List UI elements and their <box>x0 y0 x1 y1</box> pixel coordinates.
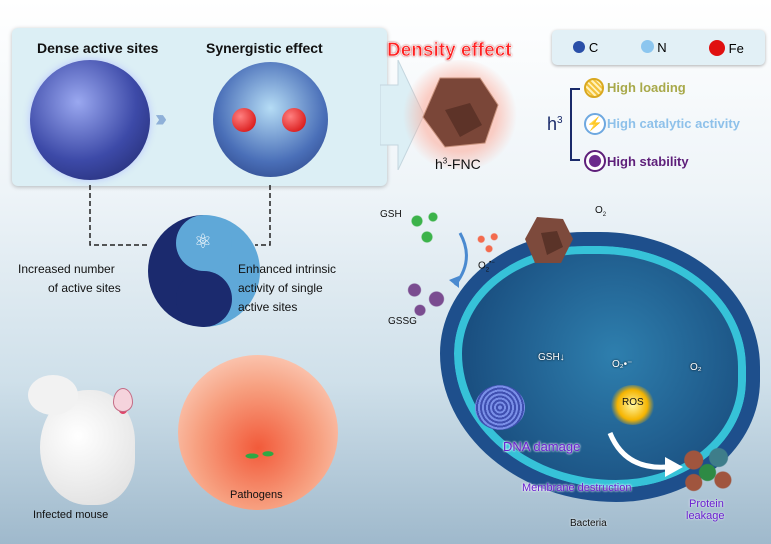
gssg-label: GSSG <box>388 316 417 327</box>
lattice-icon <box>584 78 604 98</box>
fe-site-2 <box>282 108 306 132</box>
legend-item-n: N <box>640 40 667 55</box>
gsh-decrease-label: GSH↓ <box>538 352 565 363</box>
high-loading-label: High loading <box>607 80 686 95</box>
lightning-icon: ⚡ <box>584 113 606 135</box>
h3-prefix: h <box>435 156 443 172</box>
dna-coil <box>475 385 525 430</box>
dna-damage-label: DNA damage <box>503 439 581 454</box>
protein-leakage-line2: leakage <box>686 510 725 522</box>
pathogens-label: Pathogens <box>230 489 283 501</box>
h3-fnc-particle-icon <box>422 77 499 148</box>
synergistic-effect-title: Synergistic effect <box>206 40 323 56</box>
gsh-label: GSH <box>380 209 402 220</box>
high-catalytic-activity-label: High catalytic activity <box>607 116 740 131</box>
ros-burst <box>610 385 655 425</box>
increased-number-line1: Increased number <box>18 262 115 276</box>
infection-zoom-circle <box>178 355 338 510</box>
increased-number-line2: of active sites <box>48 281 121 295</box>
protein-cluster <box>680 445 735 495</box>
leakage-arrow-icon <box>607 432 683 477</box>
yin-yang-circle: ⚛ <box>148 215 260 327</box>
bacteria-label: Bacteria <box>570 518 607 529</box>
enhanced-activity-line1: Enhanced intrinsic <box>238 262 337 276</box>
enhanced-activity-line2: activity of single <box>238 281 323 295</box>
gsh-to-gssg-arrow-icon <box>449 232 468 288</box>
o2-inner-label: O₂ <box>690 362 702 373</box>
gssg-molecules <box>398 272 453 317</box>
hexagon-cluster-icon <box>584 150 606 172</box>
mouse-head <box>28 375 78 415</box>
superoxide-inner-label: O₂•⁻ <box>612 359 633 370</box>
superoxide-molecules <box>476 232 502 256</box>
h3-bracket <box>570 88 580 161</box>
ros-label: ROS <box>622 397 644 408</box>
legend-item-fe: Fe <box>709 39 744 56</box>
protein-leakage-line1: Protein <box>689 498 724 510</box>
high-stability-label: High stability <box>607 154 689 169</box>
pathogens-cluster <box>240 445 280 467</box>
dashed-connectors <box>89 185 271 246</box>
atom-icon: ⚛ <box>194 231 212 253</box>
fnc-particle-icon <box>525 217 573 263</box>
o2-label: O2 <box>595 205 607 218</box>
h3-suffix: -FNC <box>447 156 481 172</box>
superoxide-label: O2•− <box>478 260 495 274</box>
density-effect-title: Density effect <box>387 40 512 62</box>
h3-sup: 3 <box>442 156 448 166</box>
h3-label: h3 <box>547 114 563 134</box>
enhanced-activity-line3: active sites <box>238 300 298 314</box>
element-legend: C N Fe <box>552 30 765 65</box>
fe-site-1 <box>232 108 256 132</box>
dense-sites-sphere <box>30 60 150 180</box>
gsh-molecules <box>405 205 445 245</box>
dense-active-sites-title: Dense active sites <box>37 40 159 56</box>
infected-mouse-label: Infected mouse <box>33 509 109 521</box>
droplet-icon <box>113 388 133 412</box>
legend-item-c: C <box>573 40 598 55</box>
membrane-destruction-label: Membrane destruction <box>522 482 632 494</box>
h3-fnc-label: h3-FNC <box>435 156 481 172</box>
